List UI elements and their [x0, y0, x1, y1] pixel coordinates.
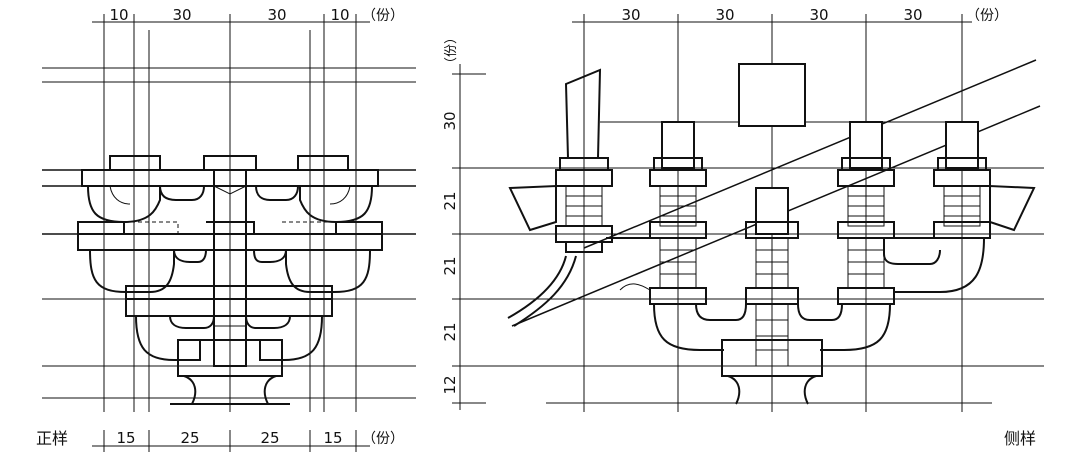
- side-arms: [606, 237, 985, 351]
- side-vertical-dim-3: 21: [441, 256, 459, 275]
- side-vertical-dim-5: 12: [441, 375, 459, 394]
- front-bottom-dimension-line: [92, 430, 370, 452]
- side-top-unit: （份）: [966, 8, 1008, 24]
- front-bottom-dim-1: 15: [116, 429, 135, 447]
- front-top-dim-4: 10: [330, 6, 349, 24]
- front-top-dimension-line: [92, 14, 370, 30]
- front-top-dim-3: 30: [267, 6, 286, 24]
- front-bottom-dim-4: 15: [323, 429, 342, 447]
- front-bottom-unit: （份）: [362, 431, 404, 447]
- side-vertical-dimension-line: [452, 64, 486, 410]
- side-top-dim-4: 30: [903, 6, 922, 24]
- front-central-column: [170, 169, 290, 405]
- side-top-dim-3: 30: [809, 6, 828, 24]
- side-top-dim-1: 30: [621, 6, 640, 24]
- front-middle-tier: [77, 221, 383, 293]
- front-top-dim-1: 10: [109, 6, 128, 24]
- side-top-dimension-line: [572, 14, 972, 30]
- side-vertical-dim-4: 21: [441, 322, 459, 341]
- side-vertical-dim-2: 21: [441, 191, 459, 210]
- front-lower-tier: [125, 285, 333, 361]
- side-vertical-unit: （份）: [444, 31, 459, 70]
- front-view-label: 正样: [36, 429, 68, 448]
- front-bottom-dim-2: 25: [180, 429, 199, 447]
- front-top-unit: （份）: [362, 8, 404, 24]
- side-base: [721, 339, 823, 405]
- front-bottom-dim-3: 25: [260, 429, 279, 447]
- side-top-dim-2: 30: [715, 6, 734, 24]
- side-elevation: 30 30 30 30 （份） （份） 30 21 21 21 12: [441, 6, 1044, 448]
- side-columns: [555, 157, 991, 367]
- side-view-label: 侧样: [1004, 429, 1036, 448]
- front-top-dim-2: 30: [172, 6, 191, 24]
- front-elevation: 10 30 30 10 （份）: [36, 6, 416, 452]
- side-vertical-dim-1: 30: [441, 111, 459, 130]
- side-top-blocks: [564, 63, 979, 235]
